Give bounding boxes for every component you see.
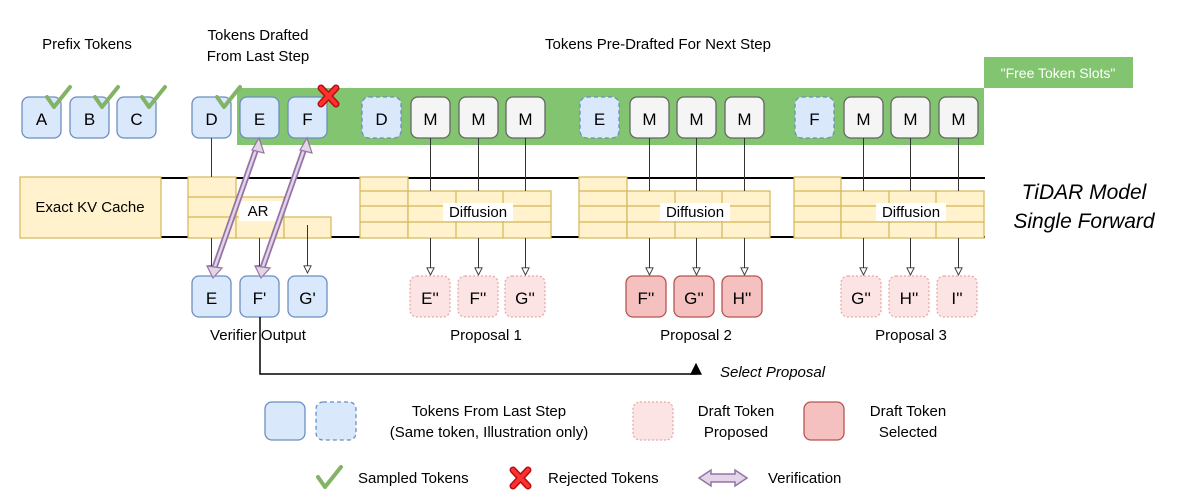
token-label: E — [206, 289, 217, 308]
proposal-label: Proposal 1 — [450, 327, 522, 344]
proposal-1: E'' F'' G'' Proposal 1 — [409, 275, 546, 344]
legend-token-dashed — [315, 401, 357, 441]
diffusion-label: Diffusion — [449, 204, 507, 221]
token-label: I'' — [951, 289, 962, 308]
drafted-token-e: E — [239, 96, 280, 139]
drafted-heading-line1: Tokens Drafted — [208, 27, 309, 44]
proposal-label: Proposal 2 — [660, 327, 732, 344]
token-label: E'' — [421, 289, 439, 308]
legend-proposed-token — [632, 401, 674, 441]
prefix-token-a: A — [21, 96, 62, 139]
verifier-token-f-prime: F' — [239, 275, 280, 318]
legend-verification-label: Verification — [768, 470, 841, 487]
slot-group-2: E M M M — [579, 96, 765, 139]
dashed-token — [361, 96, 402, 139]
token-label: H'' — [900, 289, 919, 308]
legend-last-step-line1: Tokens From Last Step — [412, 403, 566, 420]
token-label: M — [951, 110, 965, 129]
token-label: G' — [299, 289, 315, 308]
prefix-token-c: C — [116, 96, 157, 139]
free-slots-tag — [984, 57, 1133, 88]
legend-selected-line1: Draft Token — [870, 403, 946, 420]
token-label: M — [471, 110, 485, 129]
predrafted-heading: Tokens Pre-Drafted For Next Step — [545, 36, 771, 53]
token-label: A — [36, 110, 48, 129]
token-label: F — [809, 110, 819, 129]
ar-label: AR — [248, 203, 269, 220]
check-icon — [140, 85, 167, 109]
model-title-line1: TiDAR Model — [1022, 181, 1148, 204]
tidar-model: Exact KV Cache AR Diffusion — [19, 176, 985, 239]
prefix-tokens-heading: Prefix Tokens — [42, 36, 132, 53]
token-label: E — [594, 110, 605, 129]
select-proposal-arrow — [259, 317, 702, 375]
slot-group-3: F M M M — [794, 96, 979, 139]
token-label: F — [302, 110, 312, 129]
verifier-token-e: E — [191, 275, 232, 318]
verification-arrow — [205, 136, 265, 280]
prefix-token-b: B — [69, 96, 110, 139]
drafted-heading-line2: From Last Step — [207, 48, 310, 65]
model-title-line2: Single Forward — [1013, 210, 1156, 233]
token-label: M — [518, 110, 532, 129]
diffusion-block-1 — [359, 176, 552, 239]
token-label: G'' — [851, 289, 871, 308]
legend-sampled-label: Sampled Tokens — [358, 470, 469, 487]
legend-last-step-line2: (Same token, Illustration only) — [390, 424, 588, 441]
diffusion-label: Diffusion — [882, 204, 940, 221]
token-label: B — [84, 110, 95, 129]
token-label: M — [903, 110, 917, 129]
legend-selected-token — [803, 401, 845, 441]
verifier-token-g-prime: G' — [287, 275, 328, 318]
token-label: H'' — [733, 289, 752, 308]
check-icon — [93, 85, 120, 109]
verification-arrow — [253, 136, 313, 280]
token-label: M — [689, 110, 703, 129]
dashed-token — [794, 96, 835, 139]
token-label: M — [423, 110, 437, 129]
legend-token-solid — [264, 401, 306, 441]
kv-cache-block — [19, 176, 162, 239]
token-label: D — [375, 110, 387, 129]
legend-proposed-line2: Proposed — [704, 424, 768, 441]
drafted-token-f: F — [287, 96, 328, 139]
input-connectors — [211, 138, 959, 191]
kv-cache-label: Exact KV Cache — [35, 199, 144, 216]
check-icon — [45, 85, 72, 109]
cross-icon — [509, 466, 532, 490]
token-label: D — [205, 110, 217, 129]
token-label: G'' — [684, 289, 704, 308]
dashed-token — [579, 96, 620, 139]
proposal-label: Proposal 3 — [875, 327, 947, 344]
token-label: M — [856, 110, 870, 129]
token-label: F' — [253, 289, 267, 308]
token-label: E — [254, 110, 265, 129]
proposal-2: F'' G'' H'' Proposal 2 — [625, 275, 763, 344]
check-icon — [316, 465, 343, 489]
legend-rejected-label: Rejected Tokens — [548, 470, 659, 487]
legend-proposed-line1: Draft Token — [698, 403, 774, 420]
legend-selected-line2: Selected — [879, 424, 937, 441]
token-label: M — [642, 110, 656, 129]
token-label: F'' — [638, 289, 655, 308]
token-label: M — [737, 110, 751, 129]
diffusion-label: Diffusion — [666, 204, 724, 221]
select-proposal-label: Select Proposal — [720, 364, 826, 381]
cross-icon — [317, 84, 340, 108]
legend: Tokens From Last Step (Same token, Illus… — [264, 401, 946, 490]
proposal-3: G'' H'' I'' Proposal 3 — [840, 275, 978, 344]
check-icon — [215, 85, 242, 109]
slot-group-1: D M M M — [361, 96, 546, 139]
free-slots-label: "Free Token Slots" — [1001, 65, 1116, 81]
token-label: F'' — [470, 289, 487, 308]
token-label: C — [130, 110, 142, 129]
verification-arrow-icon — [697, 468, 749, 488]
verifier-output-label: Verifier Output — [210, 327, 307, 344]
token-label: G'' — [515, 289, 535, 308]
